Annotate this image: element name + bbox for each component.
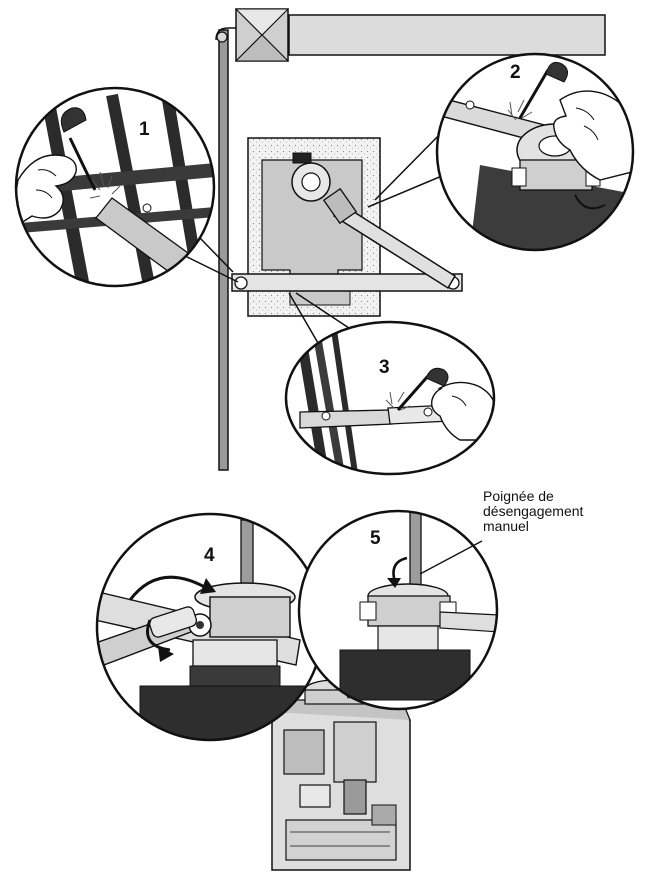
weld-torch-icon	[507, 61, 568, 121]
detail-5-release-handle: 5	[297, 509, 499, 711]
callout-line-3: manuel	[483, 518, 529, 534]
callout-line-1: Poignée de	[483, 488, 554, 504]
hand-icon	[430, 381, 494, 441]
step-number-1: 1	[139, 119, 150, 140]
detail-3-weld-bar: 3	[284, 320, 496, 476]
step-number-2: 2	[510, 62, 521, 83]
hand-icon	[553, 90, 633, 181]
detail-2-weld-arm: 2	[435, 52, 635, 252]
weld-torch-icon	[60, 107, 121, 199]
hand-icon	[16, 154, 77, 232]
callout-leader	[419, 540, 483, 575]
operator-arm-assembly	[231, 152, 463, 292]
rotate-arrow-icon	[387, 556, 408, 588]
gate-top-rail	[234, 8, 606, 62]
rotate-arrow-icon	[128, 575, 216, 662]
release-handle-callout: Poignée de désengagement manuel	[483, 489, 643, 534]
detail-1-weld-post: 1	[14, 86, 216, 288]
step-number-4: 4	[204, 545, 215, 566]
step-number-5: 5	[370, 528, 381, 549]
step-number-3: 3	[379, 357, 390, 378]
weld-torch-icon	[385, 367, 449, 411]
detail-4-tighten-bolt: 4	[95, 512, 325, 742]
callout-line-2: désengagement	[483, 503, 584, 519]
gate-post	[215, 27, 240, 471]
